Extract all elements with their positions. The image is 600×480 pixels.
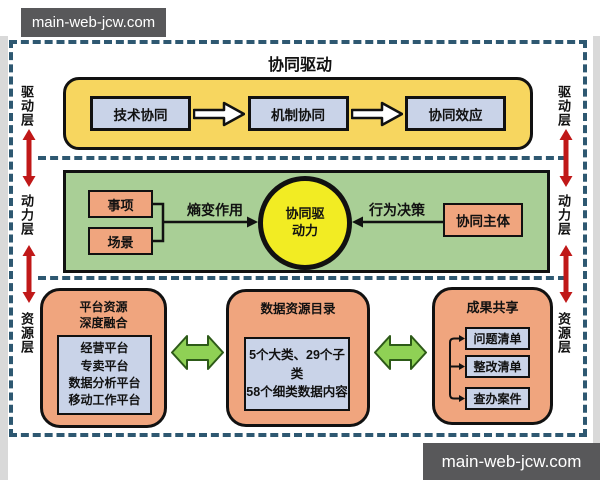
platform-item: 专卖平台 xyxy=(80,358,129,373)
layer-divider-top xyxy=(38,156,566,160)
watermark-bottom: main-web-jcw.com xyxy=(423,443,600,480)
layer-label-resource-left: 资源层 xyxy=(19,312,34,354)
catalog-card-title: 数据资源目录 xyxy=(260,302,336,316)
left-edge-strip xyxy=(0,36,8,480)
result-sharing-card: 成果共享 问题清单 整改清单 查办案件 xyxy=(432,287,553,425)
power-input-matter: 事项 xyxy=(88,190,153,218)
right-edge-strip xyxy=(593,36,600,480)
layer-label-drive-right: 驱动层 xyxy=(556,85,571,127)
drive-panel: 技术协同 机制协同 协同效应 xyxy=(63,77,533,150)
layer-label-drive-left: 驱动层 xyxy=(19,85,34,127)
core-driving-force-circle: 协同驱 动力 xyxy=(258,176,352,270)
layer-divider-bottom xyxy=(38,276,566,280)
power-subject-box: 协同主体 xyxy=(443,203,523,237)
drive-step-effect: 协同效应 xyxy=(405,96,506,131)
share-item-cases: 查办案件 xyxy=(465,387,530,410)
platform-item: 移动工作平台 xyxy=(68,393,141,408)
catalog-line-2: 58个细类数据内容 xyxy=(246,385,348,400)
power-connector-lines xyxy=(153,202,443,243)
drive-step-mechanism: 机制协同 xyxy=(247,96,349,131)
double-block-arrow-icon xyxy=(171,335,224,370)
share-bracket-arrows xyxy=(449,335,465,402)
right-block-arrow-icon xyxy=(350,101,403,126)
data-catalog-card: 数据资源目录 5个大类、29个子类 58个细类数据内容 xyxy=(226,289,370,427)
platform-list: 经营平台 专卖平台 数据分析平台 移动工作平台 xyxy=(57,335,152,415)
power-panel: 事项 场景 熵变作用 协同驱 动力 行为决策 协同主体 xyxy=(63,170,550,273)
share-item-rectification: 整改清单 xyxy=(465,355,530,378)
core-line-2: 动力 xyxy=(291,223,318,238)
drive-section-title: 协同驱动 xyxy=(267,57,332,74)
entropy-arrow-label: 熵变作用 xyxy=(187,202,243,218)
share-card-title: 成果共享 xyxy=(466,300,519,315)
layer-label-power-left: 动力层 xyxy=(19,194,34,236)
double-arrow-icon xyxy=(22,245,36,303)
double-block-arrow-icon xyxy=(374,335,427,370)
platform-card-title: 平台资源 深度融合 xyxy=(43,300,164,331)
watermark-top: main-web-jcw.com xyxy=(21,8,166,37)
right-block-arrow-icon xyxy=(193,101,246,126)
platform-resource-card: 平台资源 深度融合 经营平台 专卖平台 数据分析平台 移动工作平台 xyxy=(40,288,167,428)
double-arrow-icon xyxy=(22,129,36,187)
core-line-1: 协同驱 xyxy=(285,206,325,222)
layer-label-resource-right: 资源层 xyxy=(556,312,571,354)
double-arrow-icon xyxy=(559,129,573,187)
platform-title-line-2: 深度融合 xyxy=(79,315,128,330)
share-item-problems: 问题清单 xyxy=(465,327,530,350)
drive-step-tech: 技术协同 xyxy=(90,96,191,131)
dashed-frame xyxy=(9,40,587,437)
platform-title-line-1: 平台资源 xyxy=(79,300,128,314)
double-arrow-icon xyxy=(559,245,573,303)
catalog-content: 5个大类、29个子类 58个细类数据内容 xyxy=(244,337,350,411)
platform-item: 经营平台 xyxy=(80,341,129,356)
platform-item: 数据分析平台 xyxy=(68,376,141,390)
catalog-line-1: 5个大类、29个子类 xyxy=(249,347,345,381)
behavior-arrow-label: 行为决策 xyxy=(369,202,425,218)
power-input-scene: 场景 xyxy=(88,227,153,255)
layer-label-power-right: 动力层 xyxy=(556,194,571,236)
